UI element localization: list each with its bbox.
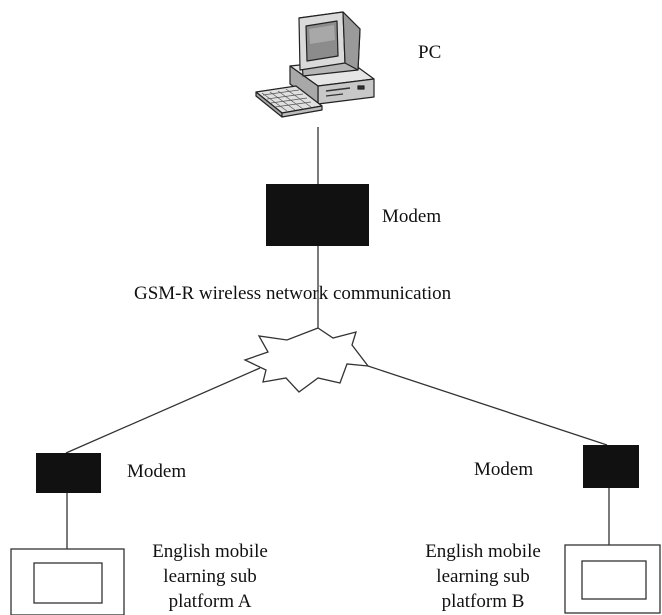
network-to-right-modem-line: [367, 365, 608, 446]
platform-a-label-line: platform A: [168, 591, 252, 612]
network-cloud-star-icon: [243, 327, 370, 393]
left-modem-box: [36, 453, 101, 493]
pc-power-light: [357, 85, 365, 90]
pc-monitor-side: [342, 11, 361, 71]
network-to-left-modem-line: [65, 367, 261, 454]
platform-b-label-line: English mobile: [425, 541, 541, 562]
connection-lines: [65, 127, 610, 549]
pc-monitor-glare: [309, 25, 335, 44]
pc-keyboard-front: [281, 105, 323, 118]
desktop-computer-icon: [255, 11, 375, 118]
platform-b-screen: [581, 560, 647, 600]
platform-a-label-line: English mobile: [152, 541, 268, 562]
top-modem-box: [266, 184, 369, 246]
platform-b-label: English mobile learning sub platform B: [408, 539, 558, 614]
platform-a-outer-frame: [10, 548, 125, 615]
top-modem-label: Modem: [382, 206, 442, 227]
right-modem-box: [583, 445, 639, 488]
pc-label: PC: [418, 42, 442, 63]
platform-b-outer-frame: [564, 544, 661, 614]
network-label: GSM-R wireless network communication: [134, 283, 452, 304]
pc-drive-slot: [325, 93, 344, 97]
right-modem-label: Modem: [474, 459, 534, 480]
platform-a-label: English mobile learning sub platform A: [140, 539, 280, 614]
pc-keyboard-keys: [261, 88, 312, 112]
platform-a-terminal-icon: [10, 548, 125, 615]
platform-b-label-line: learning sub: [436, 566, 530, 587]
platform-b-label-line: platform B: [441, 591, 525, 612]
platform-a-label-line: learning sub: [163, 566, 257, 587]
platform-a-screen: [33, 562, 103, 604]
platform-b-terminal-icon: [564, 544, 661, 614]
pc-drive-slot: [325, 87, 351, 92]
left-modem-label: Modem: [127, 461, 187, 482]
